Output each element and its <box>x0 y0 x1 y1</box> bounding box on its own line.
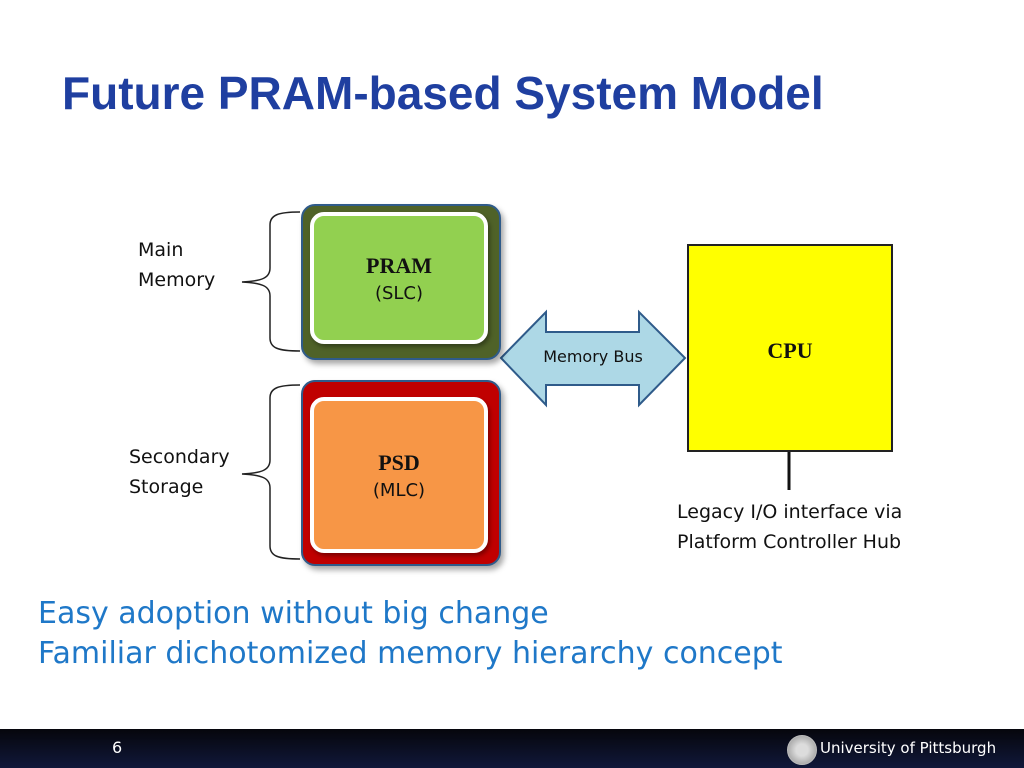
main-memory-label-line1: Main <box>138 239 184 261</box>
main-memory-label: Main Memory <box>138 235 215 295</box>
bullet-item: Easy adoption without big change <box>38 596 549 631</box>
pram-box: PRAM (SLC) <box>310 212 488 344</box>
memory-bus-arrow <box>499 309 687 408</box>
bullet-item: Familiar dichotomized memory hierarchy c… <box>38 636 783 671</box>
footer-bar: 6 University of Pittsburgh <box>0 729 1024 768</box>
memory-bus-label: Memory Bus <box>543 347 643 366</box>
secondary-storage-bracket <box>241 384 301 560</box>
psd-subtitle: (MLC) <box>372 479 426 501</box>
main-memory-bracket <box>241 211 301 352</box>
bullet-list: Easy adoption without big change Familia… <box>38 594 783 674</box>
secondary-storage-label-line2: Storage <box>129 476 204 498</box>
legacy-io-line2: Platform Controller Hub <box>677 531 902 553</box>
legacy-io-line1: Legacy I/O interface via <box>677 501 903 523</box>
pram-title: PRAM <box>366 252 432 278</box>
university-name: University of Pittsburgh <box>820 739 997 757</box>
secondary-storage-label: Secondary Storage <box>129 442 230 502</box>
psd-box: PSD (MLC) <box>310 397 488 553</box>
psd-title: PSD <box>378 449 420 475</box>
legacy-io-label: Legacy I/O interface via Platform Contro… <box>677 497 902 557</box>
pram-subtitle: (SLC) <box>374 282 424 304</box>
cpu-box: CPU <box>687 244 893 452</box>
cpu-label: CPU <box>767 338 813 363</box>
secondary-storage-label-line1: Secondary <box>129 446 230 468</box>
slide-title: Future PRAM-based System Model <box>62 67 824 119</box>
page-number: 6 <box>112 738 123 757</box>
university-seal-icon <box>787 735 817 765</box>
main-memory-label-line2: Memory <box>138 269 216 291</box>
